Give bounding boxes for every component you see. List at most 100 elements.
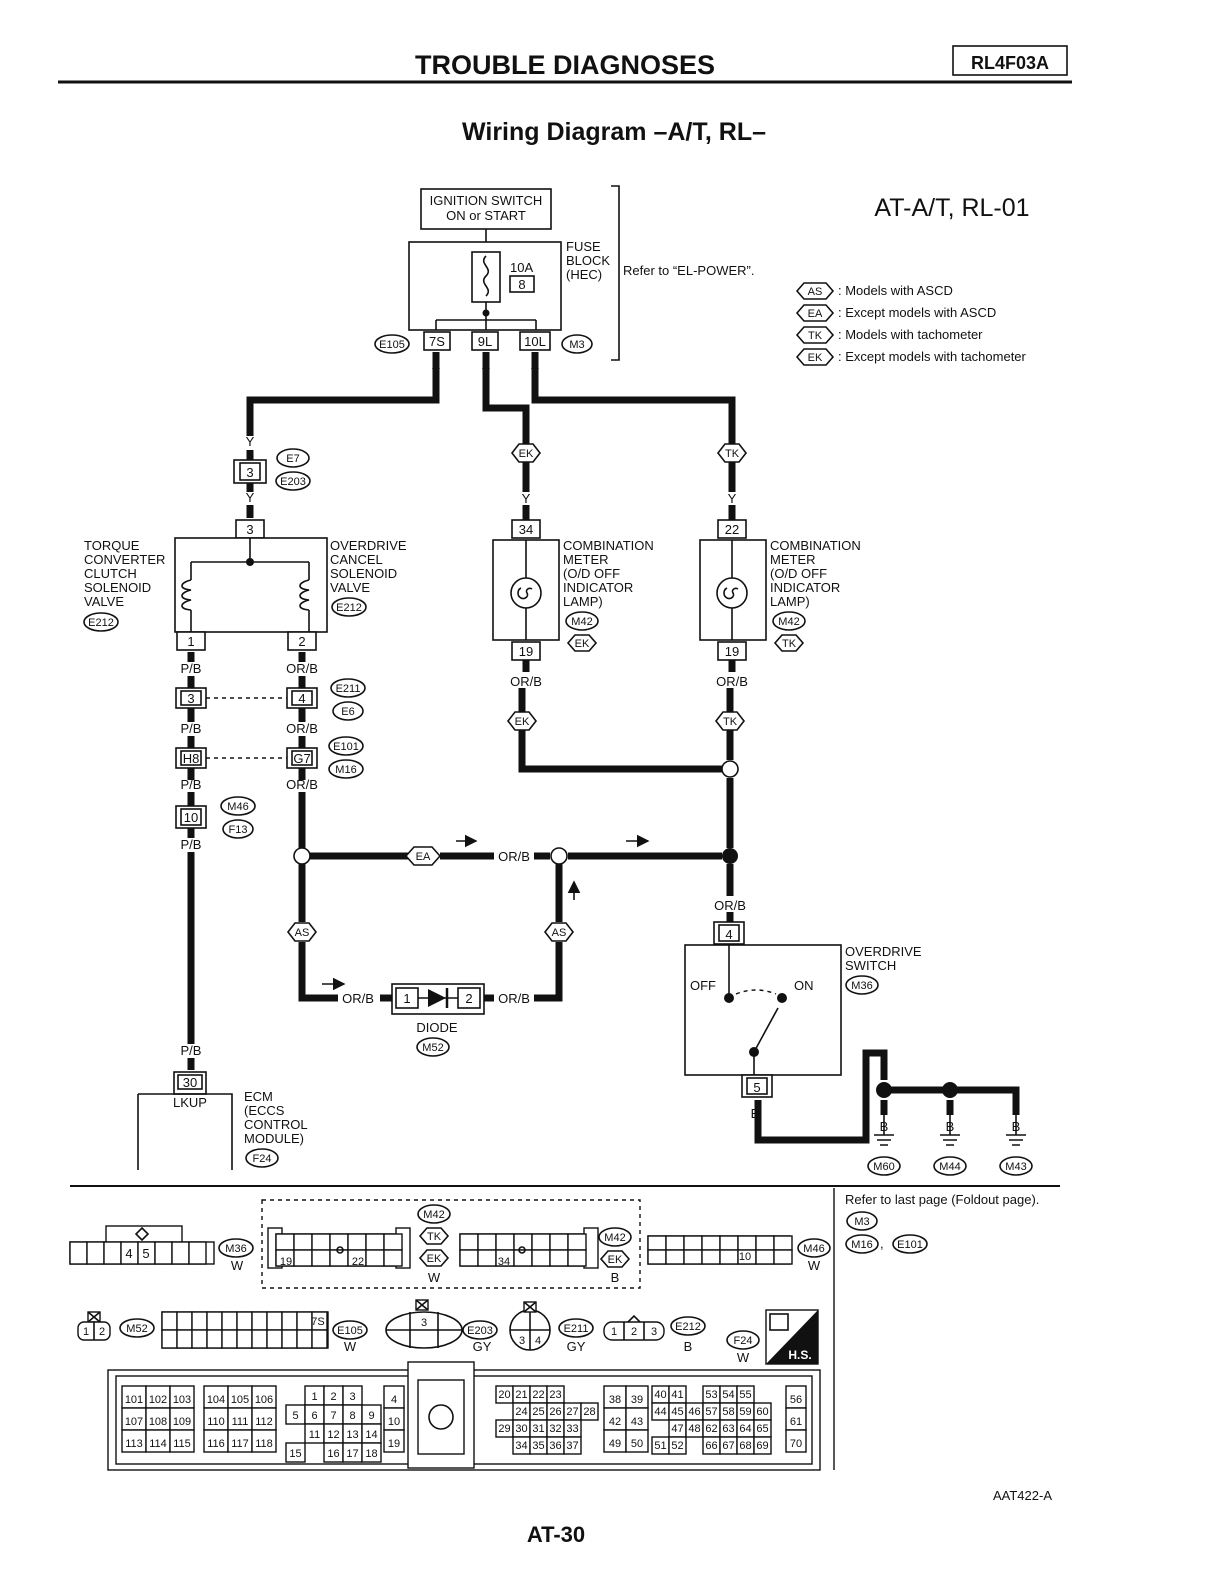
svg-text:M52: M52 xyxy=(126,1323,147,1335)
svg-text:H.S.: H.S. xyxy=(788,1348,811,1362)
svg-text:CANCEL: CANCEL xyxy=(330,552,383,567)
svg-text:M3: M3 xyxy=(854,1216,869,1228)
ecm-pin-label: 18 xyxy=(365,1448,377,1460)
connector-m46: 10 M46 W xyxy=(647,1234,831,1273)
svg-text:8: 8 xyxy=(518,277,525,292)
connector-cavity xyxy=(459,1233,479,1251)
ecm-pin-label: 9 xyxy=(368,1410,374,1422)
ecm-pin-label: 33 xyxy=(566,1423,578,1435)
connector-cavity xyxy=(567,1249,587,1267)
ground-icon xyxy=(1006,1134,1026,1146)
grounds: M60 M44 M43 xyxy=(867,1115,1033,1176)
ecm-pin-cell xyxy=(563,1436,582,1455)
legend: AS : Models with ASCD EA : Except models… xyxy=(795,282,1027,366)
legend-item-ea: EA : Except models with ASCD xyxy=(795,304,996,322)
joint-connectors-left: 3 4 E211 E6 H8 G7 E101 M16 10 M46 F13 xyxy=(175,678,366,839)
figure-id: AAT422-A xyxy=(993,1488,1052,1503)
svg-text:: Models with tachometer: : Models with tachometer xyxy=(838,327,983,342)
tk-tag-icon xyxy=(795,326,835,344)
ecm-pin-label: 39 xyxy=(631,1394,643,1406)
connector-cavity xyxy=(161,1311,178,1331)
svg-text:OR/B: OR/B xyxy=(498,991,530,1006)
ecm-pin-cell xyxy=(361,1442,382,1463)
svg-text:TK: TK xyxy=(723,716,738,728)
ecm-pin-label: 44 xyxy=(654,1406,666,1418)
ecm-pin-cell xyxy=(285,1442,306,1463)
svg-text:SWITCH: SWITCH xyxy=(845,958,896,973)
connector-e212: 1 2 3 E212 B xyxy=(603,1314,706,1354)
tcc-solenoid-label: TORQUE CONVERTER CLUTCH SOLENOID VALVE E… xyxy=(83,538,165,632)
svg-text:E105: E105 xyxy=(337,1325,363,1337)
svg-text:OVERDRIVE: OVERDRIVE xyxy=(845,944,922,959)
connector-cavity xyxy=(665,1249,685,1265)
ecm-pin-label: 14 xyxy=(365,1429,377,1441)
svg-text:GY: GY xyxy=(473,1339,492,1354)
connector-cavity xyxy=(683,1235,703,1251)
svg-text:G7: G7 xyxy=(293,751,310,766)
connector-cavity xyxy=(459,1249,479,1267)
ecm-pin-label: 52 xyxy=(671,1440,683,1452)
ecm-pin-label: 50 xyxy=(631,1438,643,1450)
ecm-pin-label: 111 xyxy=(232,1416,249,1428)
connector-cavity xyxy=(191,1311,208,1331)
connector-cavity xyxy=(171,1241,190,1265)
svg-text:TK: TK xyxy=(725,448,740,460)
svg-text:4: 4 xyxy=(725,927,732,942)
ecm-pin-label: 117 xyxy=(231,1438,249,1450)
connector-cavity xyxy=(251,1329,268,1349)
ecm-pin-label: 65 xyxy=(756,1423,768,1435)
ecm-pin-cell xyxy=(169,1429,195,1453)
svg-text:2: 2 xyxy=(99,1326,105,1338)
svg-text:(O/D OFF: (O/D OFF xyxy=(770,566,827,581)
connector-cavity xyxy=(755,1249,775,1265)
svg-text:OFF: OFF xyxy=(690,978,716,993)
connector-cavity xyxy=(531,1233,551,1251)
svg-text:3: 3 xyxy=(651,1326,657,1338)
connector-cavity xyxy=(647,1249,667,1265)
connector-cavity xyxy=(737,1235,757,1251)
ecm-pin-label: 16 xyxy=(327,1448,339,1460)
ecm-pin-cell xyxy=(383,1429,405,1453)
svg-text:OR/B: OR/B xyxy=(498,849,530,864)
connector-cavity xyxy=(773,1235,793,1251)
svg-text:E101: E101 xyxy=(333,741,359,753)
svg-text:FUSE: FUSE xyxy=(566,239,601,254)
ecm-pin-label: 53 xyxy=(705,1389,717,1401)
connector-cavity xyxy=(365,1233,385,1251)
ecm-pin-label: 48 xyxy=(688,1423,700,1435)
svg-text:10L: 10L xyxy=(524,334,546,349)
svg-text:W: W xyxy=(344,1339,357,1354)
connector-cavity xyxy=(236,1329,253,1349)
connector-cavity xyxy=(531,1249,551,1267)
svg-text:B: B xyxy=(684,1339,693,1354)
ecm-pin-cell xyxy=(580,1402,599,1421)
svg-text:E211: E211 xyxy=(336,683,361,695)
svg-text:M42: M42 xyxy=(604,1232,625,1244)
page-number: AT-30 xyxy=(527,1522,585,1547)
ecm-pin-label: 55 xyxy=(739,1389,751,1401)
connector-cavity xyxy=(701,1235,721,1251)
svg-text:INDICATOR: INDICATOR xyxy=(563,580,633,595)
odc-coil-icon xyxy=(299,579,310,611)
svg-text:3: 3 xyxy=(246,465,253,480)
ecm-pin-label: 2 xyxy=(330,1391,336,1403)
svg-text:10: 10 xyxy=(739,1251,751,1263)
ecm-pin-label: 29 xyxy=(498,1423,510,1435)
fuse-block: 10A 8 FUSE BLOCK (HEC) Refer to “EL-POWE… xyxy=(408,239,754,331)
svg-text:CONTROL: CONTROL xyxy=(244,1117,308,1132)
connector-cavity xyxy=(477,1233,497,1251)
connector-cavity xyxy=(549,1233,569,1251)
connector-cavity xyxy=(221,1329,238,1349)
wire-tags: EK TK EK TK EA AS AS xyxy=(286,443,748,942)
connector-cavity xyxy=(69,1241,88,1265)
ecm-pin-label: 107 xyxy=(125,1416,143,1428)
connector-cavity xyxy=(311,1249,331,1267)
ecm-pin-label: 27 xyxy=(566,1406,578,1418)
ecm-pin-label: 6 xyxy=(311,1410,317,1422)
ecm-pin-label: 110 xyxy=(207,1416,225,1428)
ground-icon xyxy=(940,1134,960,1146)
connector-cavity xyxy=(495,1233,515,1251)
connector-cavity xyxy=(266,1329,283,1349)
svg-text:4: 4 xyxy=(125,1246,132,1261)
svg-text:1: 1 xyxy=(611,1326,617,1338)
